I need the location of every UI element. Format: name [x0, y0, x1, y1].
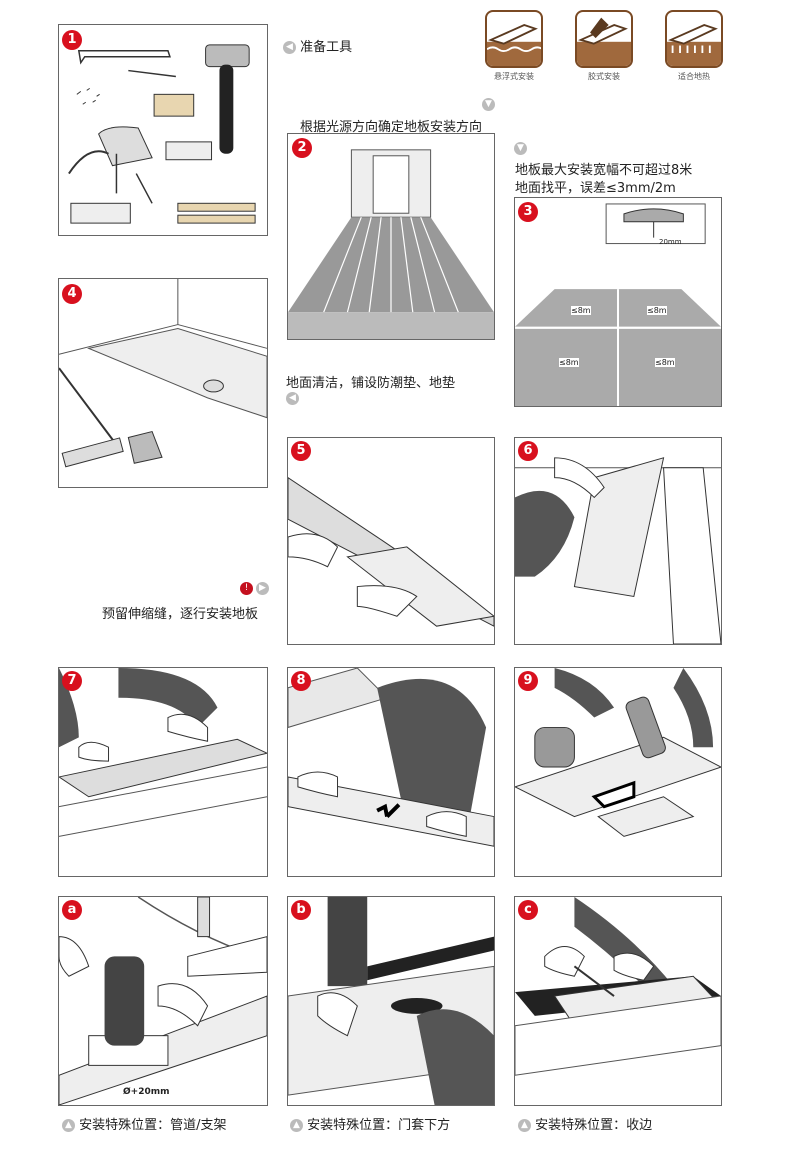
floor-heating-icon — [665, 10, 723, 68]
floor-heating-label: 适合地热 — [664, 71, 724, 82]
width-caption-1: 地板最大安装宽幅不可超过8米 — [515, 159, 692, 178]
arrow-down-icon-2: ▼ — [514, 142, 527, 155]
edge-caption: ▲ 安装特殊位置：收边 — [518, 1114, 652, 1133]
span-label-3: ≤8m — [559, 358, 579, 367]
arrow-left-icon: ◀ — [283, 41, 296, 54]
span-label-2: ≤8m — [647, 306, 667, 315]
step-3-badge: 3 — [518, 202, 538, 222]
floating-install-label: 悬浮式安装 — [484, 71, 544, 82]
glue-install-icon — [575, 10, 633, 68]
step-1-badge: 1 — [62, 30, 82, 50]
step-8-push-board-panel — [287, 667, 495, 877]
step-4-underlay-panel — [58, 278, 268, 488]
floating-install-icon — [485, 10, 543, 68]
pipe-caption: ▲ 安装特殊位置：管道/支架 — [62, 1114, 227, 1133]
arrow-up-icon: ▲ — [62, 1119, 75, 1132]
alert-icon: ! — [240, 582, 253, 595]
step-5-lay-board-panel — [287, 437, 495, 645]
hole-size-label: Ø+20mm — [123, 1087, 169, 1097]
step-a-badge: a — [62, 900, 82, 920]
span-label-4: ≤8m — [655, 358, 675, 367]
step-4-badge: 4 — [62, 284, 82, 304]
clean-caption: 地面清洁，铺设防潮垫、地垫 — [286, 372, 455, 391]
step-2-badge: 2 — [292, 138, 312, 158]
step-6-badge: 6 — [518, 441, 538, 461]
step-a-pipe-panel: Ø+20mm — [58, 896, 268, 1106]
span-label-1: ≤8m — [571, 306, 591, 315]
glue-install-label: 胶式安装 — [574, 71, 634, 82]
gap-20mm-label: 20mm — [659, 238, 682, 246]
step-2-light-direction-panel — [287, 133, 495, 340]
gap-caption: 预留伸缩缝，逐行安装地板 — [102, 603, 258, 622]
step-c-badge: c — [518, 900, 538, 920]
step-6-angle-board-panel — [514, 437, 722, 645]
step-1-tools-panel — [58, 24, 268, 236]
door-caption: ▲ 安装特殊位置：门套下方 — [290, 1114, 450, 1133]
step-9-cut-board-panel — [514, 667, 722, 877]
arrow-right-icon: ▶ — [256, 582, 269, 595]
arrow-up-icon-3: ▲ — [518, 1119, 531, 1132]
step-b-door-panel — [287, 896, 495, 1106]
arrow-left-icon-2: ◀ — [286, 392, 299, 405]
tools-caption: ◀ 准备工具 — [283, 36, 352, 55]
step-7-tap-board-panel — [58, 667, 268, 877]
step-8-badge: 8 — [291, 671, 311, 691]
width-caption-2: 地面找平，误差≤3mm/2m — [515, 177, 676, 196]
step-5-badge: 5 — [291, 441, 311, 461]
arrow-up-icon-2: ▲ — [290, 1119, 303, 1132]
step-9-badge: 9 — [518, 671, 538, 691]
step-7-badge: 7 — [62, 671, 82, 691]
step-3-max-width-panel: 20mm ≤8m ≤8m ≤8m ≤8m — [514, 197, 722, 407]
step-b-badge: b — [291, 900, 311, 920]
arrow-down-icon: ▼ — [482, 98, 495, 111]
step-c-edge-panel — [514, 896, 722, 1106]
